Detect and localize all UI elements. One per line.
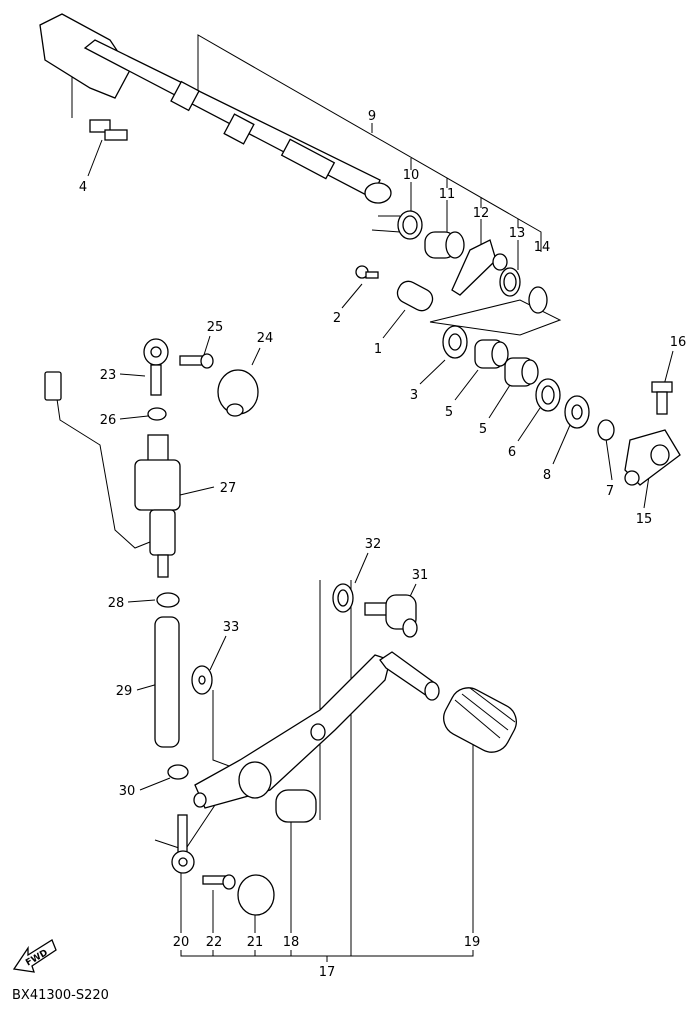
callout-1: 1 — [374, 342, 382, 357]
rod-end-20 — [171, 814, 195, 874]
bolt-2 — [355, 265, 379, 279]
rod-29 — [154, 616, 180, 748]
bolt-31 — [364, 594, 418, 638]
callout-32: 32 — [365, 537, 382, 552]
washer-8 — [564, 395, 590, 429]
callout-6: 6 — [508, 445, 516, 460]
washer-32 — [332, 583, 354, 613]
fwd-arrow-icon: FWD — [12, 939, 57, 973]
seal-6 — [535, 378, 561, 412]
callout-28: 28 — [108, 596, 125, 611]
callout-11: 11 — [439, 187, 456, 202]
callout-30: 30 — [119, 784, 136, 799]
callout-22: 22 — [206, 935, 223, 950]
callout-5b: 5 — [479, 422, 487, 437]
rod-end-23 — [143, 338, 169, 396]
callout-16: 16 — [670, 335, 687, 350]
bolt-22 — [202, 874, 236, 890]
bolt-4 — [89, 119, 128, 141]
bracket-lines — [71, 34, 674, 962]
callout-24: 24 — [257, 331, 274, 346]
callout-10: 10 — [403, 168, 420, 183]
shift-shaft — [39, 13, 392, 204]
callout-29: 29 — [116, 684, 133, 699]
shift-lever-assembly — [193, 651, 440, 809]
callout-5a: 5 — [445, 405, 453, 420]
cover-21 — [237, 874, 275, 916]
callout-26: 26 — [100, 413, 117, 428]
bolt-16 — [651, 381, 673, 415]
callout-19: 19 — [464, 935, 481, 950]
callout-20: 20 — [173, 935, 190, 950]
callout-27: 27 — [220, 481, 237, 496]
spring-1 — [396, 280, 434, 312]
lever-12 — [451, 239, 508, 296]
callout-25: 25 — [207, 320, 224, 335]
callout-14: 14 — [534, 240, 551, 255]
callout-17: 17 — [319, 965, 336, 980]
callout-7: 7 — [606, 484, 614, 499]
diagram-code: BX41300-S220 — [12, 988, 109, 1003]
collar-18 — [275, 789, 317, 823]
collar-11 — [424, 231, 465, 259]
bearing-5a — [474, 339, 509, 369]
callout-18: 18 — [283, 935, 300, 950]
bolt-25 — [179, 353, 214, 369]
arm-15 — [624, 429, 681, 486]
nut-30 — [167, 764, 189, 780]
callout-21: 21 — [247, 935, 264, 950]
washer-33 — [191, 665, 213, 695]
callout-2: 2 — [333, 311, 341, 326]
callout-15: 15 — [636, 512, 653, 527]
rubber-19 — [443, 687, 517, 753]
callout-13: 13 — [509, 226, 526, 241]
callout-labels: 9 10 11 12 13 14 4 2 1 25 24 23 26 3 5 5… — [79, 109, 686, 980]
spring-10 — [371, 210, 423, 240]
sensor-27 — [44, 371, 181, 578]
callout-33: 33 — [223, 620, 240, 635]
callout-3: 3 — [410, 388, 418, 403]
callout-9: 9 — [368, 109, 376, 124]
cover-24 — [217, 369, 259, 417]
washer-3 — [442, 325, 468, 359]
circlip-7 — [597, 419, 615, 441]
circlip-14 — [528, 286, 548, 314]
callout-23: 23 — [100, 368, 117, 383]
callout-8: 8 — [543, 468, 551, 483]
washer-13 — [499, 267, 521, 297]
bearing-5b — [504, 357, 539, 387]
nut-28 — [156, 592, 180, 608]
nut-26 — [147, 407, 167, 421]
callout-12: 12 — [473, 206, 490, 221]
callout-31: 31 — [412, 568, 429, 583]
callout-4: 4 — [79, 180, 87, 195]
